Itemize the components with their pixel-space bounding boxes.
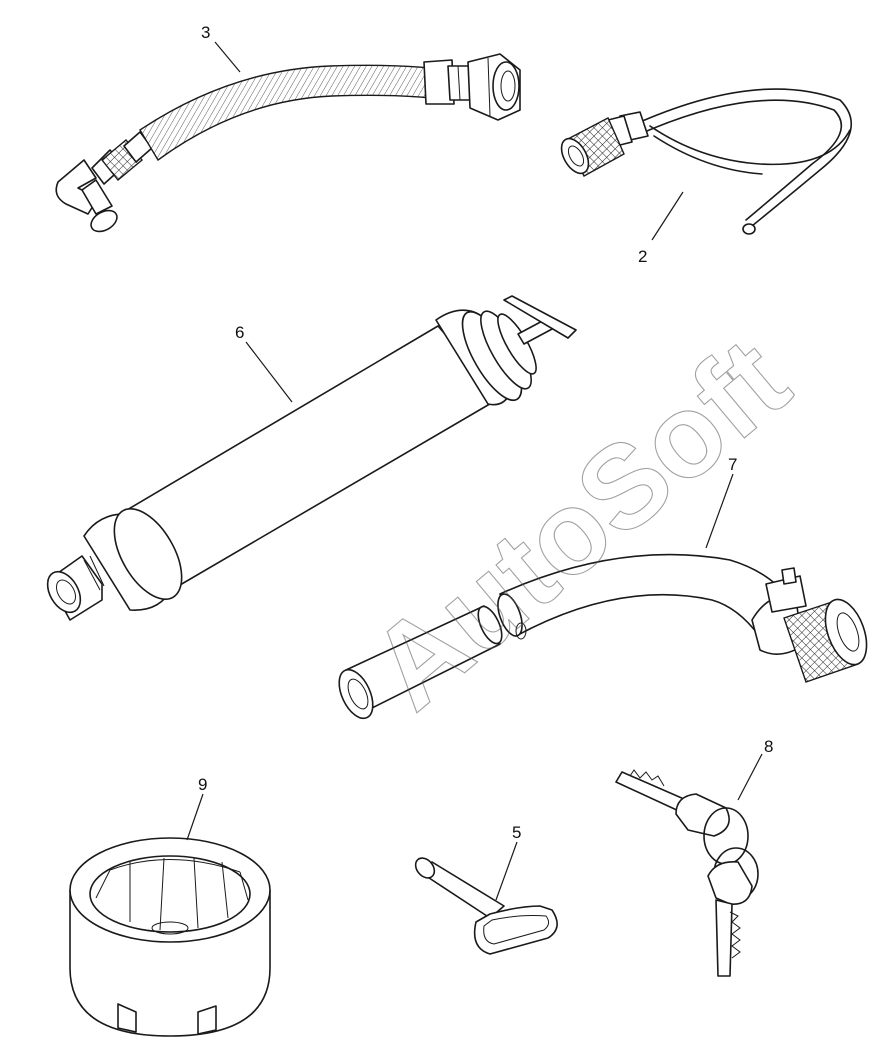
callout-2: 2 [638,247,647,266]
callout-5: 5 [512,823,521,842]
callout-3: 3 [201,23,210,42]
hand-pump-part-6 [46,295,577,621]
drain-hose-part-7 [338,473,868,720]
braided-hose-part-3 [55,41,521,233]
filter-socket-part-9 [69,793,271,1037]
callout-6: 6 [235,323,244,342]
callout-8: 8 [764,737,773,756]
callout-7: 7 [728,455,737,474]
cable-part-2 [560,88,852,241]
callout-9: 9 [198,775,207,794]
keys-part-8 [615,753,763,977]
key-tool-part-5 [414,841,558,955]
